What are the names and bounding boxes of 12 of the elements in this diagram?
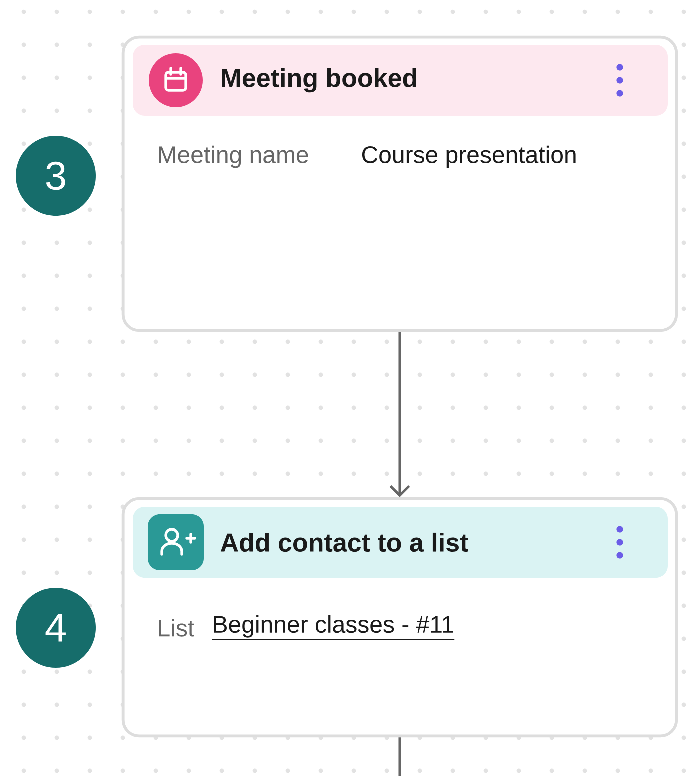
link: Beginner classes - #11: [212, 615, 455, 640]
step-number: 4: [16, 588, 96, 668]
card-title: Meeting booked: [222, 68, 416, 93]
step-number: 3: [16, 136, 96, 216]
connector-line: [398, 738, 402, 776]
arrow: [390, 332, 410, 498]
card-title: Add contact to a list: [220, 532, 468, 552]
field-label: List: [159, 619, 194, 637]
field-value: Course presentation: [362, 146, 576, 168]
field-label: Meeting name: [159, 146, 308, 168]
card-header: [133, 45, 668, 116]
card-header: [133, 507, 668, 578]
